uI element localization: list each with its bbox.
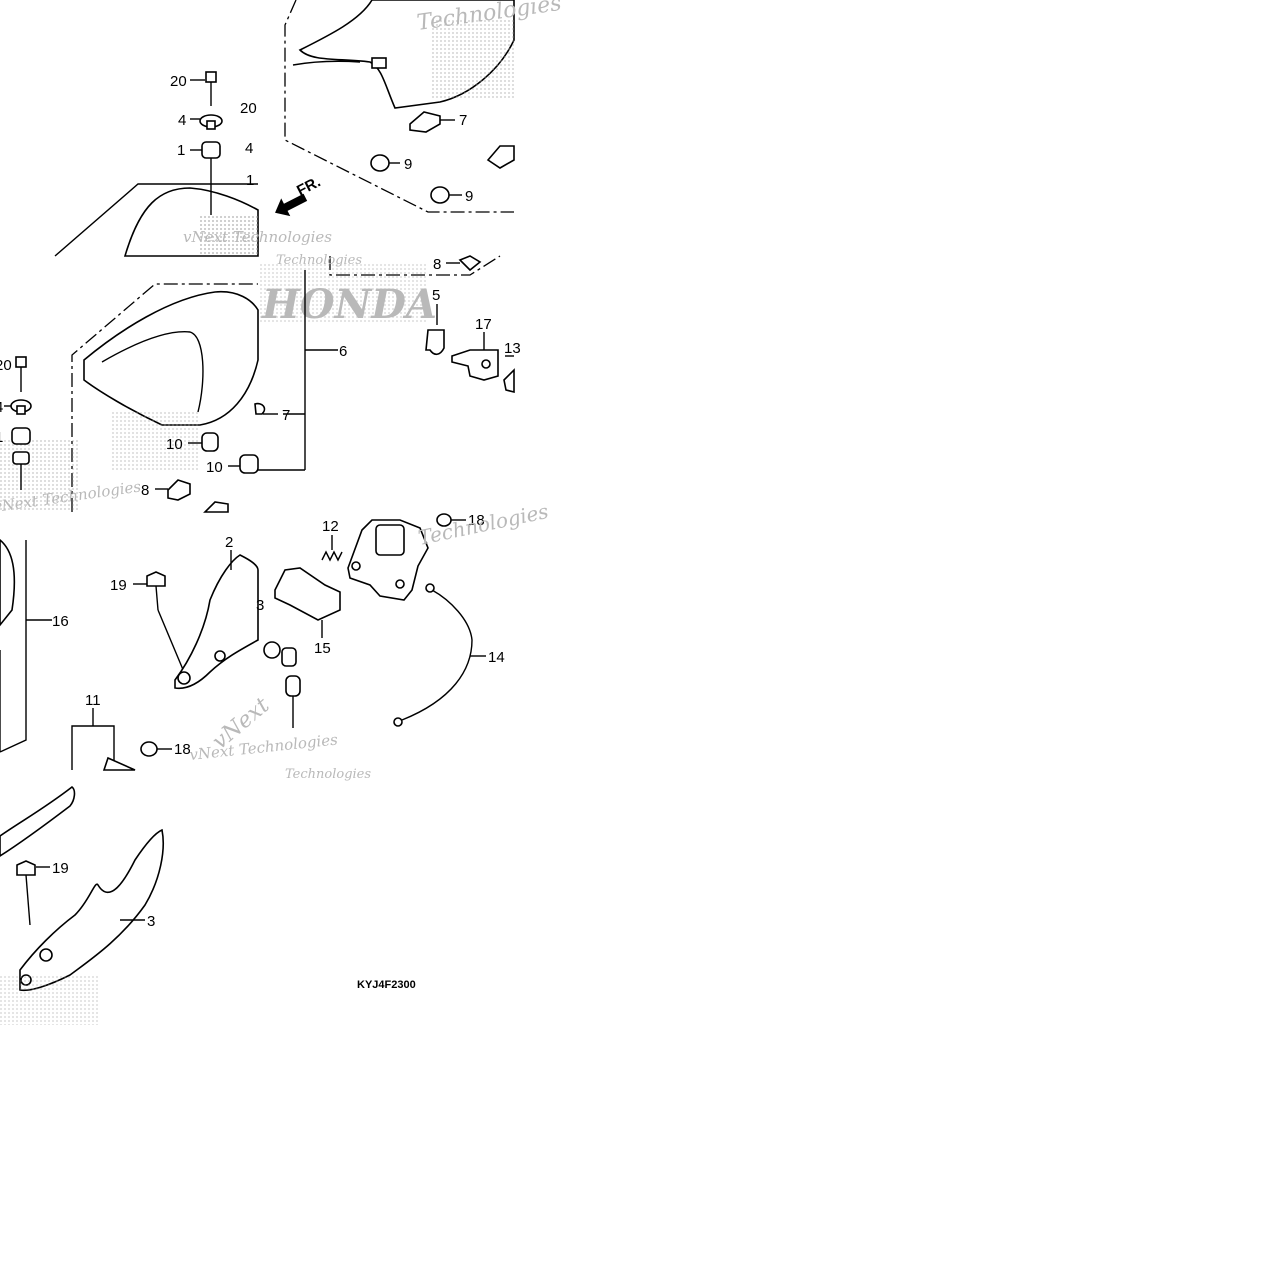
callout-15: 15: [314, 640, 331, 657]
key-cylinder: [263, 641, 281, 659]
callout-1: 1: [177, 142, 185, 159]
key: [285, 675, 301, 697]
callout-10: 10: [166, 436, 183, 453]
callout-13: 13: [504, 340, 521, 357]
seat-clip: [167, 479, 191, 501]
callout-7: 7: [459, 112, 467, 129]
callout-19: 19: [52, 860, 69, 877]
cushion: [201, 432, 219, 452]
seat-lock: [347, 519, 429, 601]
callout-2: 2: [225, 534, 233, 551]
grommet: [201, 141, 221, 159]
watermark: HONDA: [261, 281, 437, 328]
callout-9: 9: [404, 156, 412, 173]
callout-17: 17: [475, 316, 492, 333]
callout-4: 4: [245, 140, 253, 157]
seat-clip: [486, 145, 515, 169]
watermark: Technologies: [285, 767, 371, 782]
callout-1: 1: [246, 172, 254, 189]
callout-6: 6: [339, 343, 347, 360]
callout-8: 8: [433, 256, 441, 273]
callout-18: 18: [468, 512, 485, 529]
callout-20: 20: [170, 73, 187, 90]
seat-lock-cover: [274, 567, 341, 621]
callout-1: 1: [0, 429, 3, 446]
cushion: [430, 186, 450, 204]
grab-rail-front: [0, 785, 76, 857]
diagram-code: KYJ4F2300: [357, 979, 416, 991]
tile-top-right: FR. 7 9 9 Technologies: [275, 0, 563, 217]
tile-bottom-left: 19 3: [0, 785, 164, 1025]
callout-3: 3: [256, 597, 264, 614]
callout-10: 10: [206, 459, 223, 476]
tile-middle-left: 20 4 1 10 10 8 vNext Technologies: [0, 283, 278, 516]
tile-top-left: 20 4 1 20 4 1 vNext Technologies: [54, 71, 332, 257]
callout-18: 18: [174, 741, 191, 758]
callout-9: 9: [465, 188, 473, 205]
callout-4: 4: [0, 399, 3, 416]
flange-bolt: [16, 860, 36, 876]
cushion: [239, 454, 259, 474]
front-direction-arrow: [275, 193, 308, 217]
callout-12: 12: [322, 518, 339, 535]
seat-lock-clip: [425, 329, 445, 356]
callout-11: 11: [85, 692, 101, 709]
callout-20: 20: [240, 100, 257, 117]
grab-rail-left: [174, 554, 259, 690]
flange-bolt: [146, 571, 166, 587]
callout-14: 14: [488, 649, 505, 666]
watermark: vNext Technologies: [183, 228, 332, 246]
callout-16: 16: [52, 613, 69, 630]
seat-cowl-outline: [71, 283, 258, 512]
spring: [321, 550, 343, 562]
nut: [140, 741, 158, 757]
seat-lock-cable: [401, 589, 473, 721]
callout-5: 5: [432, 287, 440, 304]
tile-middle-right: HONDA Technologies 6 7 8 5 17 13: [258, 253, 521, 471]
callout-3: 3: [147, 913, 155, 930]
passenger-seat-cowl: [83, 290, 259, 426]
callout-20: 20: [0, 357, 12, 374]
callout-19: 19: [110, 577, 127, 594]
tail-cowl: [0, 538, 16, 627]
cushion: [370, 154, 390, 172]
bolt: [205, 71, 217, 83]
callout-7: 7: [282, 407, 290, 424]
watermark: Technologies: [416, 499, 550, 550]
direction-label: FR.: [294, 173, 323, 199]
rider-seat-outline: [284, 0, 514, 213]
lock-bracket: [451, 349, 499, 381]
watermark: Technologies: [276, 253, 362, 268]
grab-rail-right: [19, 828, 164, 992]
callout-4: 4: [178, 112, 186, 129]
callout-8: 8: [141, 482, 149, 499]
seat-clip: [409, 111, 441, 133]
